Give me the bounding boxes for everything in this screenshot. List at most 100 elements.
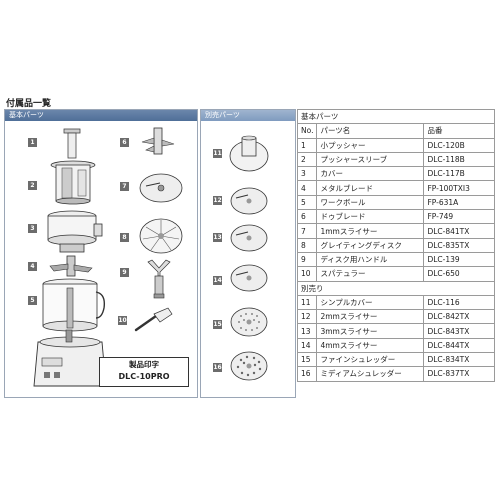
medium-shredder-image xyxy=(230,351,268,381)
cell-code: DLC-837TX xyxy=(423,366,495,382)
part-number-7: 7 xyxy=(120,182,129,191)
part-number-5: 5 xyxy=(28,296,37,305)
cell-name: メタルブレード xyxy=(316,180,425,196)
pusher-sleeve-image xyxy=(50,160,96,205)
cell-no: 13 xyxy=(296,323,318,339)
cell-no: 1 xyxy=(296,137,318,153)
food-processor-base-image xyxy=(33,329,107,387)
slicer-2mm-image xyxy=(230,187,268,215)
cell-code: DLC-120B xyxy=(423,137,495,153)
part-number-3: 3 xyxy=(28,224,37,233)
cell-no: 12 xyxy=(296,309,318,325)
part-number-12: 12 xyxy=(213,196,222,205)
cell-code: DLC-843TX xyxy=(423,323,495,339)
cell-name: 3mmスライサー xyxy=(316,323,425,339)
cell-name: プッシャースリーブ xyxy=(316,151,425,168)
header-no: No. xyxy=(296,123,318,139)
cell-name: ミディアムシュレッダー xyxy=(316,366,425,382)
cell-no: 9 xyxy=(296,251,318,268)
header-name: パーツ名 xyxy=(316,123,425,139)
cell-code: DLC-139 xyxy=(423,251,495,268)
cell-name: 4mmスライサー xyxy=(316,337,425,354)
part-number-1: 1 xyxy=(28,138,37,147)
part-number-9: 9 xyxy=(120,268,129,277)
cell-name: シンプルカバー xyxy=(316,294,425,311)
optional-parts-header: 別売パーツ xyxy=(201,110,295,121)
cell-no: 16 xyxy=(296,366,318,382)
cell-name: ドゥブレード xyxy=(316,209,425,225)
section-label: 別売り xyxy=(297,280,495,296)
cell-code: FP-631A xyxy=(423,194,495,211)
section-label: 基本パーツ xyxy=(297,108,495,125)
grating-disc-image xyxy=(139,218,183,254)
table-section-optional: 別売り xyxy=(297,280,495,296)
simple-cover-image xyxy=(229,135,269,172)
slicer-1mm-image xyxy=(139,173,183,203)
cell-name: ファインシュレッダー xyxy=(316,352,425,368)
cell-no: 8 xyxy=(296,237,318,253)
cell-name: スパテュラー xyxy=(316,266,425,282)
cell-no: 5 xyxy=(296,194,318,211)
part-number-4: 4 xyxy=(28,262,37,271)
part-number-6: 6 xyxy=(120,138,129,147)
table-section-basic: 基本パーツ xyxy=(297,108,495,125)
cell-name: ワークボール xyxy=(316,194,425,211)
header-code: 品番 xyxy=(423,123,495,139)
part-number-16: 16 xyxy=(213,363,222,372)
spatula-image xyxy=(134,307,173,332)
fine-shredder-image xyxy=(230,307,268,337)
disc-handle-image xyxy=(147,259,171,299)
cell-name: 1mmスライサー xyxy=(316,223,425,239)
cell-name: ディスク用ハンドル xyxy=(316,251,425,268)
part-number-8: 8 xyxy=(120,233,129,242)
cell-code: FP-100TXI3 xyxy=(423,180,495,196)
part-number-13: 13 xyxy=(213,233,222,242)
cell-no: 3 xyxy=(296,166,318,182)
cell-no: 2 xyxy=(296,151,318,168)
basic-parts-header: 基本パーツ xyxy=(5,110,197,121)
cover-image xyxy=(47,210,103,253)
table-header-row: No. パーツ名 品番 xyxy=(296,123,495,139)
part-number-15: 15 xyxy=(213,320,222,329)
slicer-3mm-image xyxy=(230,224,268,252)
cell-code: FP-749 xyxy=(423,209,495,225)
slicer-4mm-image xyxy=(230,264,268,292)
work-bowl-image xyxy=(42,278,106,332)
cell-no: 14 xyxy=(296,337,318,354)
cell-code: DLC-117B xyxy=(423,166,495,182)
dough-blade-image xyxy=(141,127,175,155)
cell-code: DLC-844TX xyxy=(423,337,495,354)
cell-no: 7 xyxy=(296,223,318,239)
cell-code: DLC-835TX xyxy=(423,237,495,253)
cell-name: 2mmスライサー xyxy=(316,309,425,325)
cell-no: 15 xyxy=(296,352,318,368)
cell-name: グレイティングディスク xyxy=(316,237,425,253)
cell-code: DLC-842TX xyxy=(423,309,495,325)
part-number-14: 14 xyxy=(213,276,222,285)
part-number-11: 11 xyxy=(213,149,222,158)
product-label-title: 製品印字 xyxy=(129,360,159,369)
cell-no: 6 xyxy=(296,209,318,225)
cell-code: DLC-834TX xyxy=(423,352,495,368)
product-label-model: DLC-10PRO xyxy=(118,372,170,381)
cell-code: DLC-841TX xyxy=(423,223,495,239)
cell-code: DLC-118B xyxy=(423,151,495,168)
cell-code: DLC-650 xyxy=(423,266,495,282)
small-pusher-image xyxy=(63,128,81,159)
cell-no: 4 xyxy=(296,180,318,196)
metal-blade-image xyxy=(49,255,93,277)
